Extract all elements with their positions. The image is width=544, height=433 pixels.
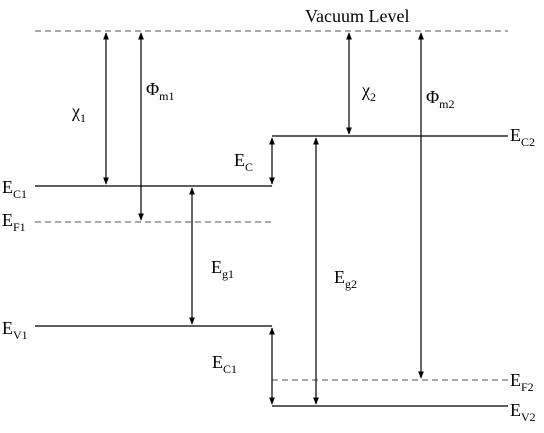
- eg1-label: Eg1: [211, 257, 234, 281]
- delta-ev-label: EC1: [212, 352, 237, 376]
- phi-m2-label: Φm2: [426, 87, 455, 111]
- chi1-label: χ1: [71, 101, 86, 125]
- eg2-label: Eg2: [334, 267, 357, 291]
- ev1-label: EV1: [2, 318, 28, 342]
- ev2-label: EV2: [510, 400, 536, 424]
- ec1-label: EC1: [2, 177, 27, 201]
- ef2-label: EF2: [510, 370, 534, 394]
- ec2-label: EC2: [510, 125, 535, 149]
- vacuum-level-label: Vacuum Level: [305, 6, 409, 26]
- chi2-label: χ2: [361, 80, 376, 104]
- phi-m1-label: Φm1: [146, 79, 175, 103]
- delta-ec-label: EC: [234, 150, 253, 174]
- ef1-label: EF1: [2, 210, 26, 234]
